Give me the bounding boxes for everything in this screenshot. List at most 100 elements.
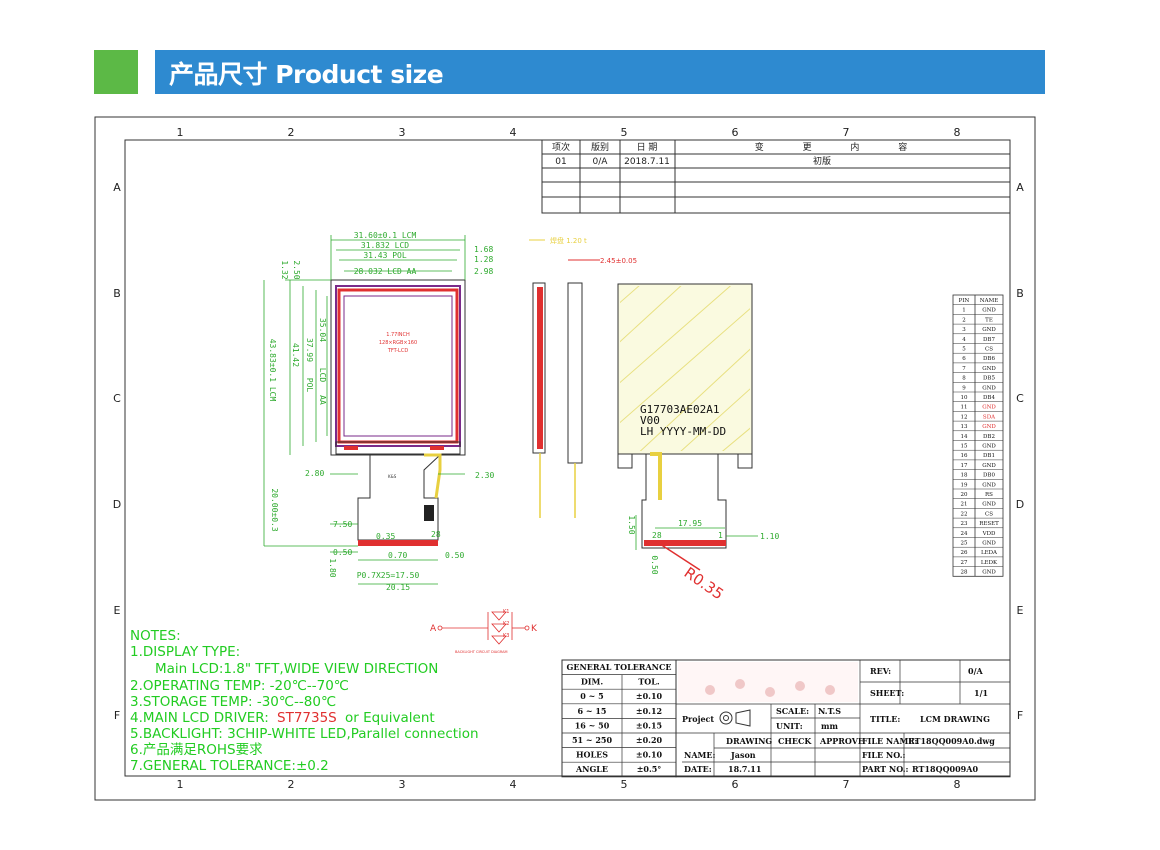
notes-title: NOTES: xyxy=(130,628,181,644)
pin-name: DB4 xyxy=(983,395,995,401)
rev-header-date: 日 期 xyxy=(637,142,658,153)
pin-number: 13 xyxy=(961,424,968,430)
pin-name: GND xyxy=(982,405,996,411)
pin-name: DB7 xyxy=(983,337,995,343)
pin-name: CS xyxy=(985,511,993,517)
scale-label: SCALE: xyxy=(776,706,809,716)
pin-number: 17 xyxy=(961,463,968,469)
front-dim-label: 2.80 xyxy=(305,469,324,478)
tolerance-dim: 0 ~ 5 xyxy=(580,691,603,701)
back-radius: R0.35 xyxy=(681,564,727,604)
frame-row-label: C xyxy=(113,392,121,405)
front-dim-label: 1.28 xyxy=(474,255,493,264)
bl-label-k2: K2 xyxy=(503,621,509,627)
pin-number: 6 xyxy=(962,356,966,362)
date-value: 18.7.11 xyxy=(728,764,761,774)
pin-name: DB6 xyxy=(983,356,995,362)
frame-row-label: F xyxy=(114,709,120,722)
pin-name: LEDA xyxy=(981,550,998,556)
frame-row-label: C xyxy=(1016,392,1024,405)
front-dim-label: 1.68 xyxy=(474,245,493,254)
pin-number: 3 xyxy=(962,327,966,333)
rev-row-date: 2018.7.11 xyxy=(624,157,670,167)
revision-table: 项次 版别 日 期 变 更 内 容 01 0/A 2018.7.11 初版 xyxy=(541,139,1011,214)
tolerance-value: ±0.20 xyxy=(636,735,663,745)
bl-label-k: K xyxy=(531,624,538,634)
frame-row-label: A xyxy=(1016,181,1024,194)
pin-name: DB5 xyxy=(983,376,995,382)
back-marking-3: LH YYYY-MM-DD xyxy=(640,425,726,438)
notes-line: or Equivalent xyxy=(345,710,435,726)
tolerance-value: ±0.12 xyxy=(636,706,662,716)
pin-name: VDD xyxy=(982,531,996,537)
pin-number: 20 xyxy=(961,492,968,498)
bl-label-a: A xyxy=(430,624,437,634)
front-dim-label: 37.99 xyxy=(305,338,314,362)
fpc-label: K&S xyxy=(388,474,397,479)
back-view: G17703AE02A1 V00 LH YYYY-MM-DD 17.951.10… xyxy=(617,283,779,604)
title-value: LCM DRAWING xyxy=(920,714,990,724)
pin-name: GND xyxy=(982,541,996,547)
bl-label-k3: K3 xyxy=(503,633,509,639)
front-dim-label: 41.42 xyxy=(291,343,300,367)
tolerance-dim: HOLES xyxy=(576,750,608,760)
front-dim-label: 28.032 LCD AA xyxy=(354,267,417,276)
pin-number: 5 xyxy=(962,347,966,353)
pin-number: 19 xyxy=(961,482,968,488)
rev-header-version: 版别 xyxy=(591,141,609,153)
frame-col-label: 2 xyxy=(288,126,295,139)
bl-label-k1: K1 xyxy=(503,609,509,615)
side-dim-thickness: 2.45±0.05 xyxy=(600,257,637,265)
drawing-label: DRAWING xyxy=(726,736,772,746)
pin-number: 9 xyxy=(962,385,966,391)
unit-label: UNIT: xyxy=(776,721,803,731)
tolerance-value: ±0.5° xyxy=(637,764,662,774)
pin-number: 28 xyxy=(961,570,968,576)
back-dim-label: 1 xyxy=(718,531,723,540)
front-dim-label: 0.50 xyxy=(445,551,464,560)
front-view: 1.77INCH 128×RGB×160 TFT-LCD K&S xyxy=(263,231,494,592)
front-dim-label: 0.50 xyxy=(333,548,352,557)
pin-name: CS xyxy=(985,347,993,353)
tolerance-dim: 16 ~ 50 xyxy=(575,720,610,730)
tolerance-dim: 51 ~ 250 xyxy=(572,735,613,745)
side-dim-pad: 焊盘 1.20 t xyxy=(550,236,587,245)
notes-line: 6.产品满足ROHS要求 xyxy=(130,742,263,758)
name-label: NAME: xyxy=(684,750,715,760)
check-label: CHECK xyxy=(778,736,812,746)
part-no-label: PART NO.: xyxy=(862,764,908,774)
pin-number: 25 xyxy=(961,541,968,547)
pin-name: DB0 xyxy=(983,473,995,479)
header-bar: 产品尺寸 Product size xyxy=(155,50,1045,94)
part-no-value: RT18QQ009A0 xyxy=(912,764,978,774)
pin-number: 26 xyxy=(961,550,968,556)
frame-col-label: 2 xyxy=(288,778,295,791)
pin-name: GND xyxy=(982,385,996,391)
front-dim-label: 0.35 xyxy=(376,532,395,541)
front-center-line1: 1.77INCH xyxy=(386,332,410,338)
rev-label: REV: xyxy=(870,666,891,676)
front-dim-label: 31.832 LCD xyxy=(361,241,409,250)
pin-number: 1 xyxy=(962,308,966,314)
pin-name: GND xyxy=(982,463,996,469)
pin-number: 18 xyxy=(961,473,968,479)
pin-name: GND xyxy=(982,327,996,333)
title-label: TITLE: xyxy=(870,714,900,724)
tolerance-title: GENERAL TOLERANCE xyxy=(567,662,672,672)
rev-value: 0/A xyxy=(968,666,983,676)
frame-col-label: 5 xyxy=(621,126,628,139)
frame-col-label: 3 xyxy=(399,778,406,791)
rev-header-content: 变 更 内 容 xyxy=(755,141,926,153)
pin-name: GND xyxy=(982,366,996,372)
pin-name: GND xyxy=(982,502,996,508)
name-value: Jason xyxy=(730,750,756,760)
frame-col-label: 1 xyxy=(177,126,184,139)
pin-number: 23 xyxy=(961,521,968,527)
notes-line: 5.BACKLIGHT: 3CHIP-WHITE LED,Parallel co… xyxy=(130,726,479,742)
sheet-label: SHEET: xyxy=(870,688,904,698)
approve-label: APPROVE xyxy=(819,736,864,746)
tolerance-value: ±0.10 xyxy=(636,750,663,760)
sheet-value: 1/1 xyxy=(974,688,988,698)
back-marking-2: V00 xyxy=(640,414,660,427)
